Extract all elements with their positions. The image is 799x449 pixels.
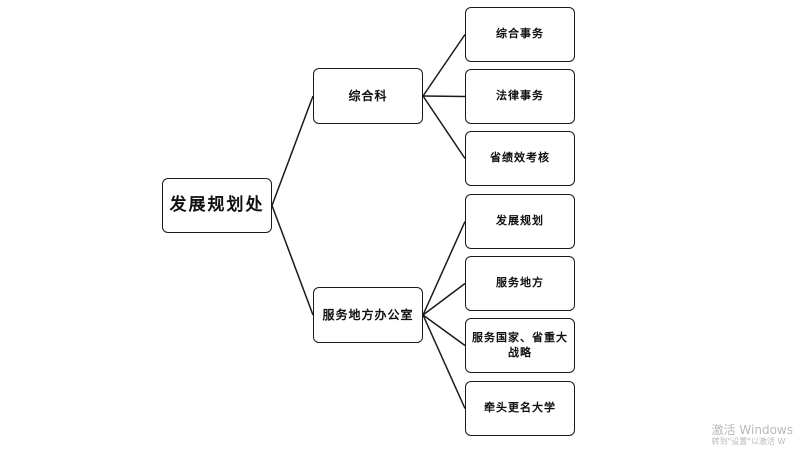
branch-node-general-section: 综合科 — [313, 68, 423, 124]
connector-branch-to-leaf — [422, 314, 466, 409]
branch-node-label: 综合科 — [348, 88, 388, 103]
connector-branch-to-leaf — [422, 282, 466, 316]
leaf-node-university-renaming: 牵头更名大学 — [465, 381, 575, 436]
leaf-node-label: 牵头更名大学 — [484, 401, 556, 415]
leaf-node-label: 法律事务 — [496, 89, 544, 103]
leaf-node-general-affairs: 综合事务 — [465, 7, 575, 62]
root-node: 发展规划处 — [162, 178, 272, 233]
branch-node-label: 服务地方办公室 — [322, 307, 414, 322]
connector-branch-to-leaf — [422, 314, 466, 347]
leaf-node-label: 综合事务 — [496, 27, 544, 41]
connector-branch-to-leaf — [422, 34, 466, 97]
leaf-node-local-service: 服务地方 — [465, 256, 575, 311]
connector-branch-to-leaf — [422, 221, 466, 316]
watermark-title: 激活 Windows — [711, 423, 793, 438]
leaf-node-label: 省绩效考核 — [490, 151, 550, 165]
watermark-subtitle: 转到"设置"以激活 W — [711, 437, 786, 447]
leaf-node-national-strategy: 服务国家、省重大战略 — [465, 318, 575, 373]
root-node-label: 发展规划处 — [169, 195, 265, 216]
leaf-node-performance-assessment: 省绩效考核 — [465, 131, 575, 186]
leaf-node-development-planning: 发展规划 — [465, 194, 575, 249]
leaf-node-label: 服务地方 — [496, 276, 544, 290]
connector-branch-to-leaf — [422, 95, 466, 98]
connector-branch-to-leaf — [422, 95, 466, 159]
leaf-node-label: 服务国家、省重大战略 — [472, 330, 568, 359]
windows-activation-watermark: 激活 Windows 转到"设置"以激活 W — [712, 423, 793, 447]
leaf-node-legal-affairs: 法律事务 — [465, 69, 575, 124]
leaf-node-label: 发展规划 — [496, 214, 544, 228]
connector-root-to-branch — [271, 205, 314, 316]
branch-node-local-service-office: 服务地方办公室 — [313, 287, 423, 343]
connector-root-to-branch — [271, 95, 314, 206]
